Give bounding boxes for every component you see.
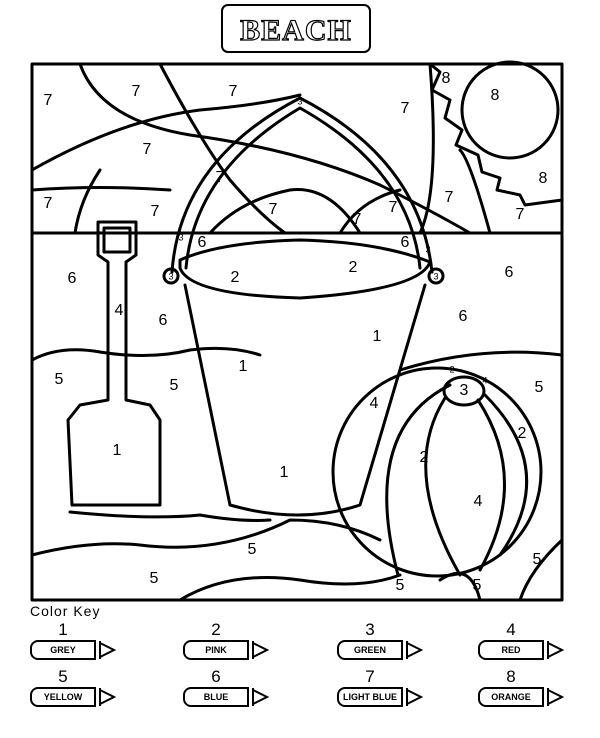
region-number: 1 — [280, 464, 289, 481]
region-number: 2 — [349, 259, 358, 276]
region-numbers: 7 7 7 7 7 7 7 7 7 7 7 7 7 8 8 8 3 3 3 3 … — [44, 70, 548, 594]
region-number: 7 — [151, 203, 160, 220]
region-number: 6 — [459, 308, 468, 325]
region-number: 3 — [168, 271, 173, 281]
region-number: 1 — [239, 358, 248, 375]
key-color-label: BLUE — [183, 687, 249, 707]
crayon-tip-icon — [542, 688, 564, 706]
region-number: 4 — [482, 375, 487, 385]
key-number: 7 — [365, 667, 375, 686]
region-number: 3 — [425, 244, 430, 254]
region-number: 4 — [115, 302, 124, 319]
region-number: 7 — [445, 189, 454, 206]
region-number: 1 — [113, 442, 122, 459]
region-number: 4 — [370, 395, 379, 412]
page-title: BEACH — [240, 14, 352, 47]
region-number: 3 — [297, 96, 302, 106]
title-banner: BEACH — [221, 4, 371, 53]
region-number: 7 — [44, 92, 53, 109]
color-key-heading: Color Key — [30, 603, 101, 619]
key-color-label: PINK — [183, 640, 249, 660]
region-number: 7 — [44, 195, 53, 212]
key-number: 8 — [506, 667, 516, 686]
crayon-tip-icon — [94, 688, 116, 706]
region-number: 1 — [373, 328, 382, 345]
crayon-tip-icon — [94, 641, 116, 659]
crayon-tip-icon — [401, 641, 423, 659]
region-number: 8 — [539, 170, 548, 187]
key-number: 5 — [58, 667, 68, 686]
region-number: 5 — [55, 371, 64, 388]
key-number: 4 — [506, 620, 516, 639]
region-number: 2 — [231, 269, 240, 286]
region-number: 7 — [401, 100, 410, 117]
region-number: 5 — [473, 577, 482, 594]
region-number: 5 — [170, 377, 179, 394]
key-color-label: GREY — [30, 640, 96, 660]
region-number: 5 — [535, 379, 544, 396]
region-number: 7 — [353, 211, 362, 228]
region-number: 2 — [420, 449, 429, 466]
region-number: 3 — [460, 382, 469, 399]
crayon-tip-icon — [247, 641, 269, 659]
key-number: 3 — [365, 620, 375, 639]
region-number: 8 — [491, 87, 500, 104]
region-number: 4 — [474, 493, 483, 510]
key-color-label: ORANGE — [478, 687, 544, 707]
region-number: 7 — [269, 201, 278, 218]
crayon-tip-icon — [401, 688, 423, 706]
region-number: 2 — [518, 425, 527, 442]
key-color-label: GREEN — [337, 640, 403, 660]
key-number: 1 — [58, 620, 68, 639]
region-number: 6 — [401, 234, 410, 251]
crayon-tip-icon — [542, 641, 564, 659]
region-number: 7 — [216, 169, 225, 186]
key-number: 6 — [211, 667, 221, 686]
region-number: 8 — [442, 70, 451, 87]
region-number: 6 — [159, 312, 168, 329]
key-color-label: YELLOW — [30, 687, 96, 707]
region-number: 6 — [198, 234, 207, 251]
region-number: 5 — [248, 541, 257, 558]
region-number: 2 — [449, 364, 454, 374]
key-number: 2 — [211, 620, 221, 639]
region-number: 6 — [505, 264, 514, 281]
region-number: 3 — [178, 232, 183, 242]
key-color-label: LIGHT BLUE — [337, 687, 403, 707]
key-color-label: RED — [478, 640, 544, 660]
region-number: 3 — [433, 271, 438, 281]
region-number: 7 — [132, 83, 141, 100]
picture-outline — [30, 62, 564, 602]
region-number: 7 — [389, 199, 398, 216]
crayon-tip-icon — [247, 688, 269, 706]
region-number: 5 — [533, 551, 542, 568]
region-number: 5 — [150, 570, 159, 587]
region-number: 6 — [68, 270, 77, 287]
region-number: 5 — [396, 577, 405, 594]
region-number: 7 — [516, 206, 525, 223]
region-number: 7 — [229, 83, 238, 100]
region-number: 7 — [143, 141, 152, 158]
